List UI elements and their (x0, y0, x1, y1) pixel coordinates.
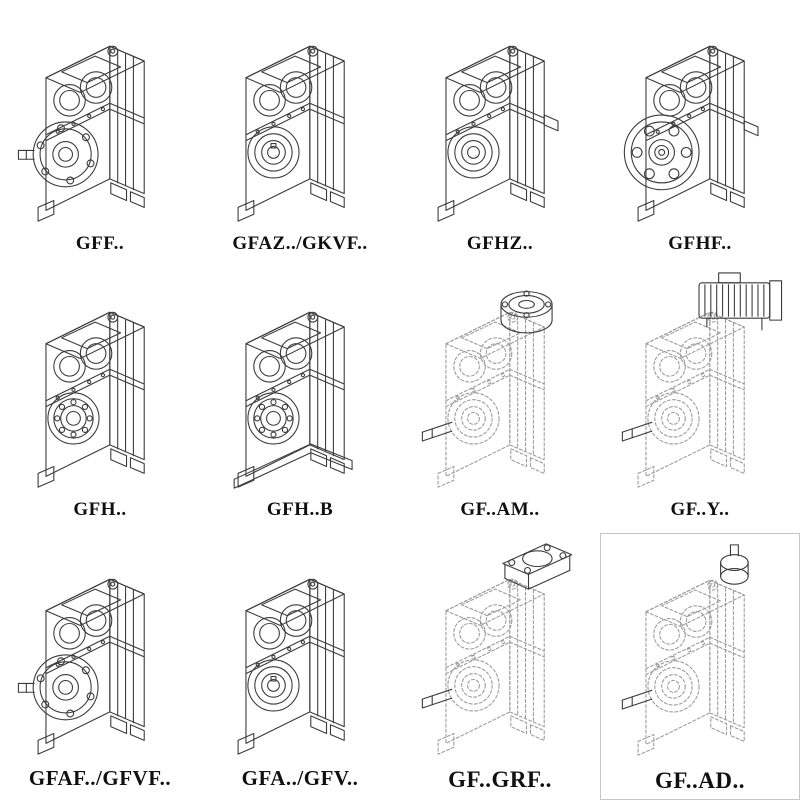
gearbox-drawing-gfa (207, 537, 393, 765)
output-shaft-icon (621, 689, 653, 710)
catalog-cell-gff: GFF.. (0, 0, 200, 266)
front-flange-icon (623, 114, 759, 191)
gearbox-drawing-gfhz (407, 4, 593, 232)
catalog-cell-gf-am: GF..AM.. (400, 266, 600, 533)
hollow-shaft-hub-icon (247, 659, 300, 712)
hollow-shaft-hub-icon (447, 126, 500, 179)
catalog-cell-gfh: GFH.. (0, 266, 200, 533)
gearbox-drawing-gfaz (207, 4, 393, 232)
model-label: GFA../GFV.. (241, 766, 359, 790)
gearbox-drawing-gf-grf (407, 537, 593, 765)
model-label: GFHZ.. (466, 233, 534, 254)
gearbox-drawing-gfaf (7, 537, 193, 765)
hollow-shaft-hub-icon (247, 126, 300, 179)
catalog-cell-gf-ad: GF..AD.. (600, 533, 800, 800)
output-shaft-icon (621, 421, 653, 442)
output-flange-shaft-icon (17, 121, 99, 188)
model-label: GF..AD.. (654, 768, 746, 793)
catalog-cell-gfh-b: GFH..B (200, 266, 400, 533)
output-shaft-icon (421, 421, 453, 442)
catalog-cell-gfhf: GFHF.. (600, 0, 800, 266)
catalog-cell-gfa-gfv: GFA../GFV.. (200, 533, 400, 800)
model-label: GF..AM.. (460, 499, 540, 520)
model-label: GFAF../GFVF.. (28, 766, 172, 790)
gearbox-drawing-gff (7, 4, 193, 232)
bearing-hub-icon (47, 392, 100, 445)
gearbox-drawing-gfh-b (207, 270, 393, 498)
model-label: GF..Y.. (670, 499, 730, 520)
square-input-flange-icon (502, 543, 573, 590)
input-shaft-adapter-icon (720, 544, 749, 585)
gearbox-drawing-gf-ad (607, 538, 793, 766)
hollow-shaft-hub-phantom-icon (447, 659, 500, 712)
model-label: GFH.. (73, 499, 127, 520)
catalog-cell-gfaf-gfvf: GFAF../GFVF.. (0, 533, 200, 800)
hollow-shaft-hub-phantom-icon (647, 392, 700, 445)
model-label: GFF.. (75, 233, 125, 254)
output-flange-shaft-icon (17, 654, 99, 721)
catalog-cell-gf-y: GF..Y.. (600, 266, 800, 533)
model-label: GFH..B (266, 499, 334, 520)
side-shaft-stub-icon (543, 114, 559, 132)
hollow-shaft-hub-phantom-icon (647, 660, 700, 713)
bearing-hub-icon (247, 392, 300, 445)
model-label: GFAZ../GKVF.. (232, 233, 368, 254)
hollow-shaft-hub-phantom-icon (447, 392, 500, 445)
model-label: GF..GRF.. (448, 767, 552, 792)
catalog-cell-gfaz-gkvf: GFAZ../GKVF.. (200, 0, 400, 266)
catalog-cell-gf-grf: GF..GRF.. (400, 533, 600, 800)
gearbox-drawing-gf-am (407, 270, 593, 498)
output-shaft-icon (421, 688, 453, 709)
gearbox-drawing-gf-y (607, 270, 793, 498)
gearbox-drawing-gfhf (607, 4, 793, 232)
electric-motor-icon (698, 272, 783, 331)
gearbox-drawing-gfh (7, 270, 193, 498)
model-label: GFHF.. (668, 233, 732, 254)
catalog-cell-gfhz: GFHZ.. (400, 0, 600, 266)
